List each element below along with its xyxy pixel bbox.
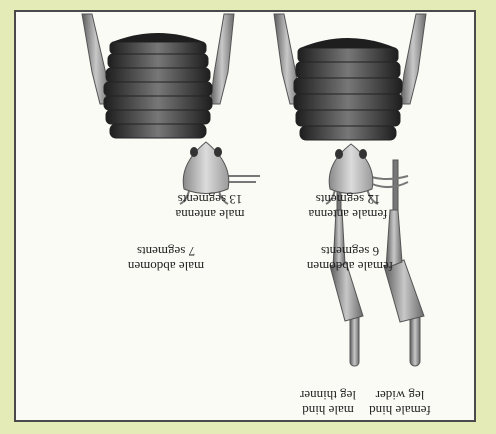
female-abdomen-illustration <box>274 14 426 140</box>
male-abdomen-label: male abdomen 7 segments <box>106 244 226 274</box>
male-antenna-label: male antenna 13 segments <box>150 192 270 222</box>
female-antenna-label: female antenna 12 segments <box>288 192 408 222</box>
male-hind-leg-label: male hind leg thinner <box>278 388 378 418</box>
male-abdomen-illustration <box>82 14 234 138</box>
female-abdomen-label: female abdomen 6 segments <box>290 244 410 274</box>
